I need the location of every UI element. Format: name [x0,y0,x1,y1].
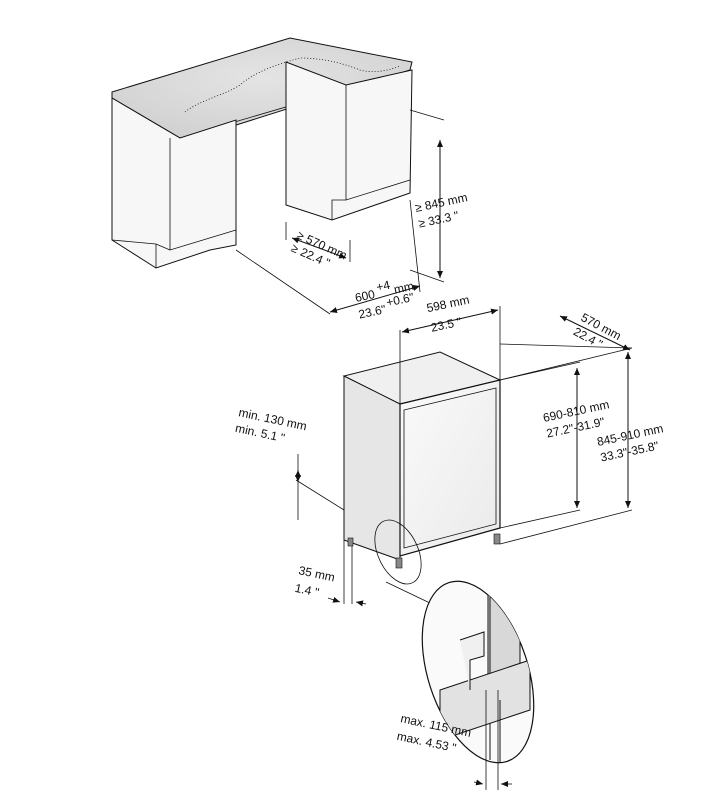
niche-width-metric: 600+4mm [352,273,415,305]
plinth-height-label: min. 130 mm min. 5.1 " [234,405,308,445]
niche-width-imperial: 23.6"+0.6" [356,290,416,322]
appliance-width-label: 598 mm 23.5 " [425,292,470,335]
appliance-width-imperial: 23.5 " [429,315,462,335]
total-height-label: 845-910 mm 33.3"-35.8" [596,421,665,464]
niche-height-label: ≥ 845 mm ≥ 33.3 " [414,190,469,230]
left-cabinet [111,97,237,269]
appliance-side [343,375,401,561]
appliance-illustration [295,306,633,607]
appliance-door [399,379,501,557]
right-cabinet [285,61,413,221]
niche-depth-label: ≥ 570 mm ≥ 22.4 " [289,228,349,270]
kitchen-niche-illustration [111,37,445,315]
appliance-width-metric: 598 mm [425,292,470,315]
niche-width-label: 600+4mm 23.6"+0.6" [352,273,416,322]
plinth-depth-label: 35 mm 1.4 " [294,563,337,600]
plinth-depth-imperial: 1.4 " [294,581,321,600]
